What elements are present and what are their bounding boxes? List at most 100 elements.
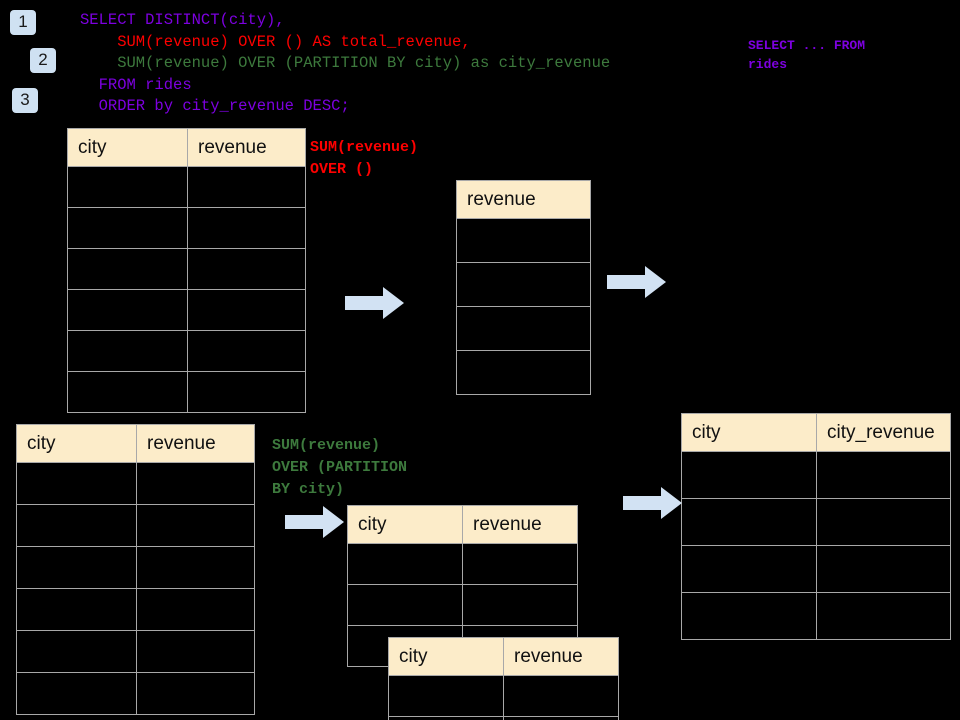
table-cell (388, 716, 504, 720)
table-cell (816, 545, 951, 593)
table-cell (16, 630, 137, 673)
column-header-revenue: revenue (136, 424, 255, 463)
table-row (16, 546, 255, 589)
table-cell (456, 262, 591, 307)
table-cell (347, 543, 463, 585)
table-cell (67, 371, 188, 413)
table-cell (136, 462, 255, 505)
table-cell (67, 166, 188, 208)
table-header-row: revenue (456, 180, 591, 219)
table-cell (67, 207, 188, 249)
table-row (67, 330, 306, 372)
table-row (16, 462, 255, 505)
table-cell (67, 330, 188, 372)
table-cell (16, 588, 137, 631)
column-header-city: city (347, 505, 463, 544)
table-cell (16, 672, 137, 715)
column-header-city_revenue: city_revenue (816, 413, 951, 452)
table-cell (816, 592, 951, 640)
table-cell (136, 672, 255, 715)
step-badge-3: 3 (12, 88, 38, 113)
sql-token: FROM rides (80, 75, 192, 94)
sql-query-block: SELECT DISTINCT(city), SUM(revenue) OVER… (80, 10, 610, 118)
table-row (456, 306, 591, 351)
table-row (347, 584, 578, 626)
table-cell (503, 675, 619, 717)
table-cell (16, 546, 137, 589)
arrow-total-to-result (607, 265, 667, 299)
sql-line-1: SELECT DISTINCT(city), (80, 10, 610, 32)
table-row (16, 672, 255, 715)
table-row (456, 218, 591, 263)
table-row (681, 545, 951, 593)
table-row (16, 630, 255, 673)
table-cell (187, 248, 306, 290)
table-cell (136, 546, 255, 589)
table-row (16, 504, 255, 547)
sql-line-3: SUM(revenue) OVER (PARTITION BY city) as… (80, 53, 610, 75)
table-row (67, 207, 306, 249)
table-row (388, 716, 619, 720)
sql-line-2: SUM(revenue) OVER () AS total_revenue, (80, 32, 610, 54)
column-header-revenue: revenue (503, 637, 619, 676)
column-header-revenue: revenue (462, 505, 578, 544)
table-cell (187, 166, 306, 208)
sql-token: SUM(revenue) OVER () AS total_revenue, (80, 32, 471, 51)
table-row (67, 371, 306, 413)
sql-token: SELECT DISTINCT(city), (80, 11, 285, 29)
step-badge-2: 2 (30, 48, 56, 73)
arrow-source-to-partition (285, 505, 345, 539)
table-cell (136, 588, 255, 631)
table-cell (681, 545, 817, 593)
table-cell (187, 371, 306, 413)
select-from-rides-note: SELECT ... FROM rides (748, 38, 866, 72)
table-cell (456, 350, 591, 395)
sum-over-empty-annotation: SUM(revenue) OVER () (310, 139, 419, 178)
table-row (67, 289, 306, 331)
table-cell (136, 630, 255, 673)
column-header-city: city (681, 413, 817, 452)
sum-over-partition-annotation: SUM(revenue) OVER (PARTITION BY city) (272, 437, 408, 498)
table-cell (187, 207, 306, 249)
table-cell (388, 675, 504, 717)
table-cell (816, 498, 951, 546)
total-revenue-table: revenue (456, 180, 591, 395)
column-header-city: city (388, 637, 504, 676)
table-cell (462, 543, 578, 585)
table-row (681, 451, 951, 499)
table-cell (816, 451, 951, 499)
table-cell (187, 330, 306, 372)
table-cell (67, 248, 188, 290)
sql-token: ORDER by city_revenue DESC; (80, 97, 350, 115)
table-cell (187, 289, 306, 331)
table-cell (456, 218, 591, 263)
table-row (16, 588, 255, 631)
sql-line-5: ORDER by city_revenue DESC; (80, 96, 610, 118)
table-cell (136, 504, 255, 547)
table-cell (681, 498, 817, 546)
table-row (681, 592, 951, 640)
table-cell (462, 584, 578, 626)
arrow-partition-to-result (623, 486, 683, 520)
table-cell (503, 716, 619, 720)
table-row (456, 262, 591, 307)
table-cell (16, 462, 137, 505)
column-header-city: city (16, 424, 137, 463)
table-row (456, 350, 591, 395)
table-cell (347, 584, 463, 626)
sql-line-4: FROM rides (80, 75, 610, 97)
column-header-revenue: revenue (187, 128, 306, 167)
table-row (388, 675, 619, 717)
table-row (681, 498, 951, 546)
table-row (67, 166, 306, 208)
table-cell (16, 504, 137, 547)
column-header-revenue: revenue (456, 180, 591, 219)
